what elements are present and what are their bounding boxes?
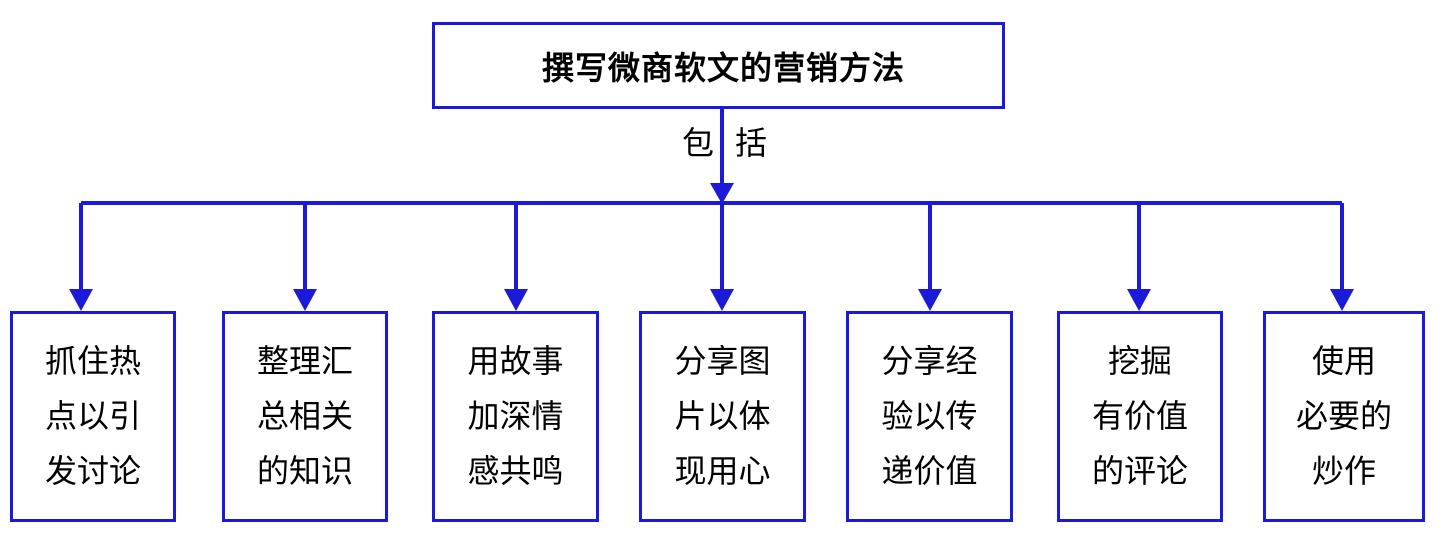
child-node-2: 整理汇 总相关 的知识	[222, 311, 388, 522]
child-label-5: 分享经 验以传 递价值	[881, 342, 978, 490]
child-label-4: 分享图 片以体 现用心	[674, 342, 771, 490]
root-label: 撰写微商软文的营销方法	[541, 48, 905, 87]
branch-1	[69, 203, 93, 311]
branch-5	[918, 203, 942, 311]
child-label-7: 使用 必要的 炒作	[1295, 342, 1392, 490]
branch-7	[1330, 203, 1354, 311]
trunk-arrowhead	[710, 183, 734, 204]
child-node-6: 挖掘 有价值 的评论	[1057, 311, 1223, 522]
child-label-2: 整理汇 总相关 的知识	[256, 342, 353, 490]
child-node-4: 分享图 片以体 现用心	[639, 311, 806, 522]
relation-char-2: 括	[735, 124, 768, 162]
child-node-5: 分享经 验以传 递价值	[846, 311, 1013, 522]
relation-char-1: 包	[682, 124, 715, 162]
branch-3	[504, 203, 528, 311]
child-node-7: 使用 必要的 炒作	[1263, 311, 1425, 522]
root-node: 撰写微商软文的营销方法	[432, 22, 1005, 109]
child-label-6: 挖掘 有价值 的评论	[1091, 342, 1188, 490]
branch-6	[1127, 203, 1151, 311]
child-label-3: 用故事 加深情 感共鸣	[467, 342, 564, 490]
branch-2	[293, 203, 317, 311]
child-node-1: 抓住热 点以引 发讨论	[10, 311, 176, 522]
child-node-3: 用故事 加深情 感共鸣	[432, 311, 599, 522]
branch-4	[710, 203, 734, 311]
child-label-1: 抓住热 点以引 发讨论	[44, 342, 141, 490]
